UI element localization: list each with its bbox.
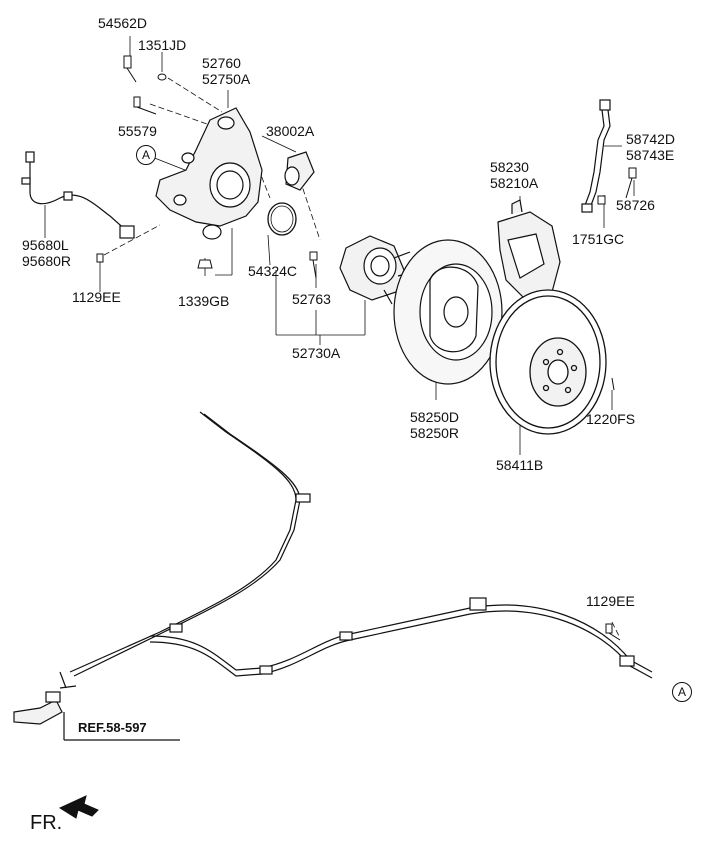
part-label-58743E: 58743E bbox=[626, 147, 675, 163]
brake-disc bbox=[489, 289, 607, 435]
o-ring bbox=[267, 202, 297, 236]
part-label-58411B: 58411B bbox=[496, 457, 544, 473]
callout-a-cable-end: A bbox=[672, 682, 692, 702]
part-label-52750A: 52750A bbox=[202, 71, 251, 87]
hub-bearing bbox=[339, 235, 413, 305]
part-label-52763: 52763 bbox=[292, 291, 331, 307]
part-label-1751GC: 1751GC bbox=[572, 231, 625, 247]
steering-knuckle bbox=[155, 107, 263, 240]
fasteners bbox=[96, 55, 637, 641]
wheel-speed-sensor bbox=[21, 151, 135, 239]
bushing bbox=[284, 151, 315, 191]
part-label-38002A: 38002A bbox=[266, 123, 315, 139]
part-label-55579: 55579 bbox=[118, 123, 157, 139]
part-label-54562D: 54562D bbox=[98, 15, 148, 31]
part-label-58210A: 58210A bbox=[490, 175, 539, 191]
part-label-54324C: 54324C bbox=[248, 263, 298, 279]
backing-plate bbox=[393, 239, 503, 385]
part-label-1220FS: 1220FS bbox=[586, 411, 636, 427]
part-label-58742D: 58742D bbox=[626, 131, 676, 147]
part-label-52730A: 52730A bbox=[292, 345, 341, 361]
part-label-58230: 58230 bbox=[490, 159, 529, 175]
parking-brake-cables bbox=[59, 411, 653, 689]
brake-caliper bbox=[497, 199, 561, 299]
part-label-1351JD: 1351JD bbox=[138, 37, 187, 53]
front-marker-label: FR. bbox=[30, 812, 63, 834]
part-label-58726: 58726 bbox=[616, 197, 655, 213]
callout-a-knuckle: A bbox=[136, 145, 156, 165]
part-label-52760: 52760 bbox=[202, 55, 241, 71]
brake-hose bbox=[581, 99, 611, 213]
front-arrow-icon bbox=[58, 795, 99, 819]
part-label-95680R: 95680R bbox=[22, 253, 72, 269]
part-label-58250D: 58250D bbox=[410, 409, 460, 425]
part-label-95680L: 95680L bbox=[22, 237, 69, 253]
equalizer-assembly bbox=[13, 691, 180, 741]
reference-label: REF.58-597 bbox=[78, 720, 147, 735]
part-label-1339GB: 1339GB bbox=[178, 293, 230, 309]
part-label-1129EE-bottom: 1129EE bbox=[586, 593, 635, 609]
leader-lines bbox=[44, 36, 635, 639]
part-label-58250R: 58250R bbox=[410, 425, 460, 441]
part-label-1129EE-top: 1129EE bbox=[72, 289, 121, 305]
